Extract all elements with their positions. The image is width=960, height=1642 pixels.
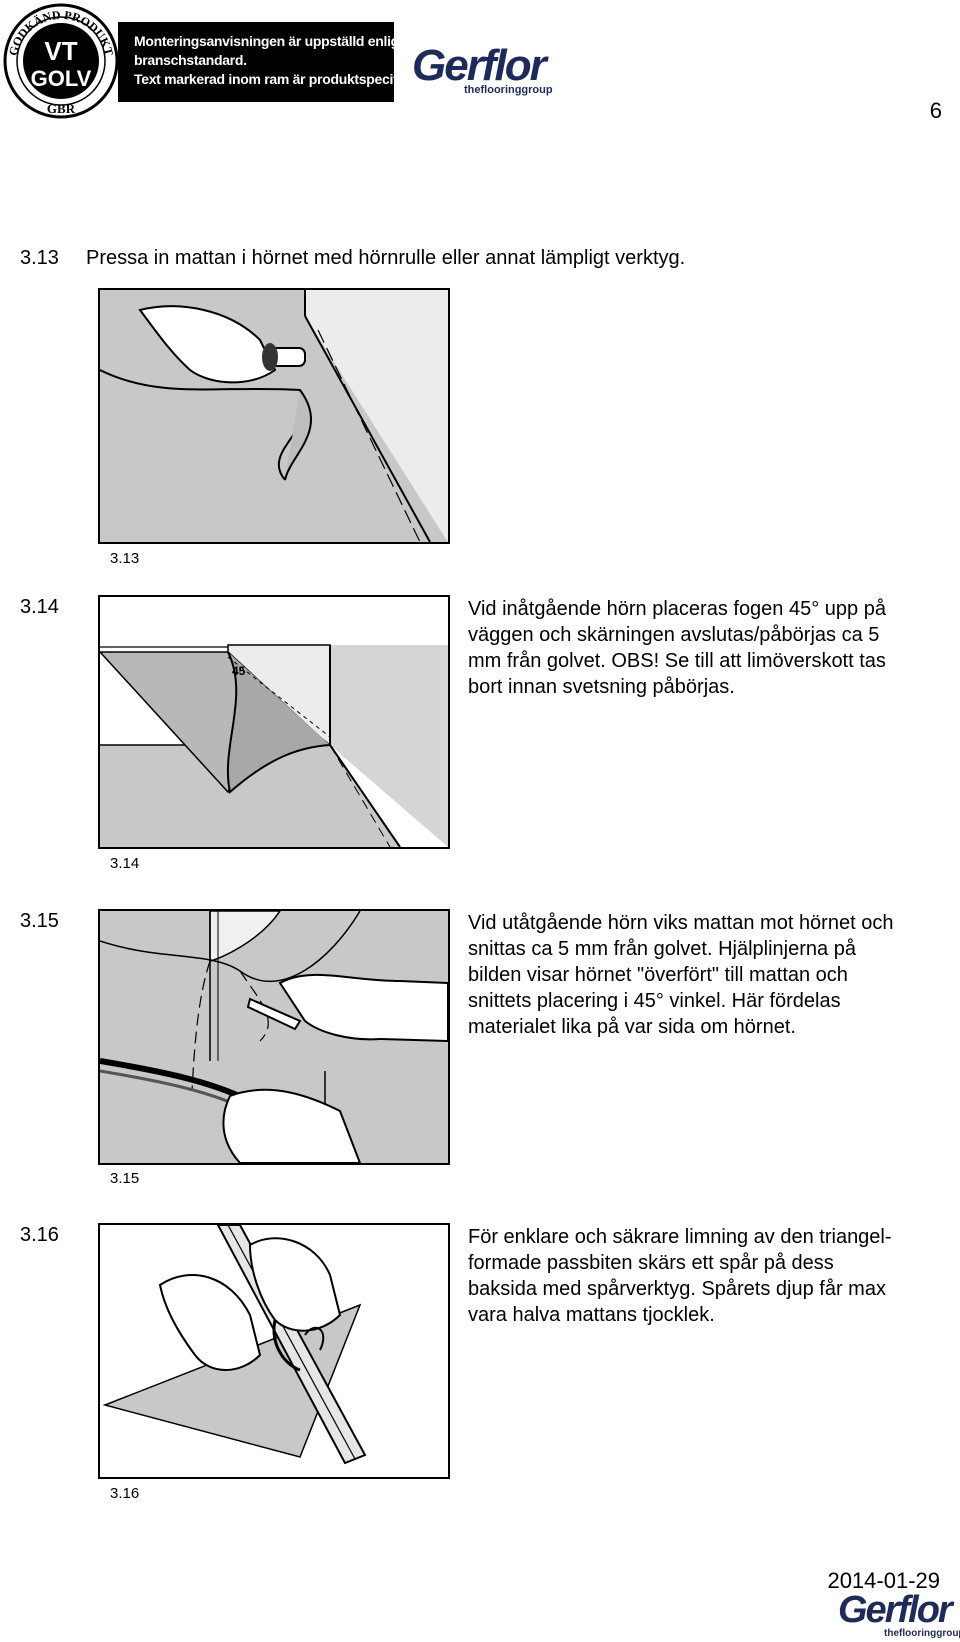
text-line: Vid utåtgående hörn viks mattan mot hörn…: [468, 912, 894, 934]
logo-tagline: theflooringgroup: [464, 84, 553, 96]
seal-line2: GOLV: [31, 66, 92, 91]
text-line: snittas ca 5 mm från golvet. Hjälplinjer…: [468, 938, 856, 960]
footer-logo-name: Gerflor: [838, 1589, 953, 1631]
document-date: 2014-01-29: [827, 1568, 940, 1593]
godkand-produkt-seal: GODKÄND PRODUKT VT GOLV GBR: [2, 2, 120, 120]
text-line: formade passbiten skärs ett spår på dess: [468, 1252, 834, 1274]
section-number: 3.16: [20, 1224, 59, 1246]
footer-logo-tagline: theflooringgroup: [884, 1628, 960, 1639]
page-number: 6: [929, 98, 942, 123]
section-number: 3.13: [20, 247, 59, 269]
banner-line: Monteringsanvisningen är uppställd enlig…: [134, 33, 449, 49]
figure-caption: 3.16: [110, 1485, 140, 1502]
text-line: bort innan svetsning påbörjas.: [468, 676, 735, 698]
text-line: snittets placering i 45° vinkel. Här för…: [468, 990, 841, 1012]
section-number: 3.14: [20, 596, 59, 618]
section-heading: Pressa in mattan i hörnet med hörnrulle …: [86, 247, 686, 269]
section-number: 3.15: [20, 910, 59, 932]
text-line: materialet lika på var sida om hörnet.: [468, 1016, 796, 1038]
text-line: vara halva mattans tjocklek.: [468, 1304, 715, 1326]
text-line: mm från golvet. OBS! Se till att limöver…: [468, 650, 886, 672]
seal-line1: VT: [44, 36, 77, 66]
outside-corner-illustration: [98, 909, 450, 1165]
groove-tool-illustration: [98, 1223, 450, 1479]
text-line: baksida med spårverktyg. Spårets djup få…: [468, 1278, 886, 1300]
gerflor-logo: Gerflor theflooringgroup: [412, 41, 553, 97]
section-text: Vid utåtgående hörn viks mattan mot hörn…: [468, 910, 948, 1040]
banner-line: branschstandard.: [134, 52, 247, 68]
text-line: Vid inåtgående hörn placeras fogen 45° u…: [468, 598, 886, 620]
inside-corner-illustration: 45: [98, 595, 450, 849]
corner-roller-illustration: [98, 288, 450, 544]
section-text: Vid inåtgående hörn placeras fogen 45° u…: [468, 596, 948, 700]
gbr-banner: Monteringsanvisningen är uppställd enlig…: [118, 22, 449, 102]
figure-caption: 3.15: [110, 1170, 140, 1187]
section-text: För enklare och säkrare limning av den t…: [468, 1224, 948, 1328]
figure-caption: 3.14: [110, 855, 140, 872]
logo-name: Gerflor: [412, 41, 547, 90]
text-line: För enklare och säkrare limning av den t…: [468, 1226, 892, 1248]
figure-caption: 3.13: [110, 550, 140, 567]
text-line: bilden visar hörnet "överfört" till matt…: [468, 964, 848, 986]
text-line: väggen och skärningen avslutas/påbörjas …: [468, 624, 880, 646]
banner-line: Text markerad inom ram är produktspecifi…: [134, 71, 413, 87]
seal-bottom-text: GBR: [47, 101, 76, 116]
angle-label: 45: [232, 664, 246, 678]
footer-gerflor-logo: Gerflor theflooringgroup: [838, 1589, 960, 1639]
